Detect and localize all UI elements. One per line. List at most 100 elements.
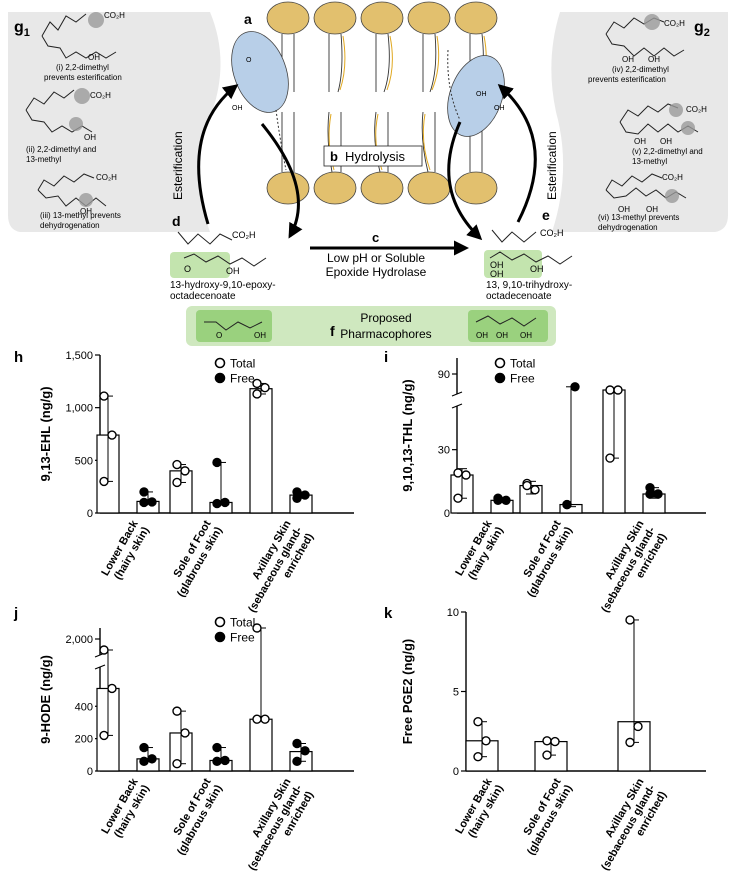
g2-note-iv-line1: (iv) 2,2-dimethyl <box>612 65 669 74</box>
bar-h-total <box>249 388 273 514</box>
svg-text:OH: OH <box>634 137 646 146</box>
category-label: Sole of Foot(glabrous skin) <box>164 776 225 857</box>
g1-note-iii-line2: dehydrogenation <box>40 221 100 230</box>
y-tick-label: 30 <box>438 445 450 457</box>
data-point-free <box>292 493 302 503</box>
g1-note-i-line2: prevents esterification <box>44 73 122 82</box>
data-point-total <box>172 459 182 470</box>
pharmacophore-triol <box>468 310 548 342</box>
y-tick-label: 0 <box>87 508 93 520</box>
d-oh: OH <box>226 266 240 276</box>
category-label: Axillary Skin(sebaceous gland-enriched) <box>235 776 316 879</box>
data-point-total <box>180 466 190 476</box>
data-point-total <box>252 389 262 399</box>
svg-text:CO₂H: CO₂H <box>662 173 683 182</box>
data-point-free <box>625 615 635 625</box>
y-tick-label: 200 <box>75 734 93 746</box>
g1-label: g1 <box>14 19 30 39</box>
data-point-free <box>292 738 302 749</box>
data-point-total <box>99 730 109 741</box>
data-point-free <box>633 721 643 732</box>
legend-label-free: Free <box>230 372 255 386</box>
axis-break-mark <box>94 664 106 670</box>
legend-marker-total <box>214 357 226 369</box>
data-point-free <box>653 489 663 499</box>
g1-note-i-line1: (i) 2,2-dimethyl <box>56 63 109 72</box>
pharmacophore-triol-oh1: OH <box>476 331 488 340</box>
legend-label-free: Free <box>510 372 535 386</box>
data-point-free <box>550 736 560 747</box>
g2-note-v-line2: 13-methyl <box>632 157 667 166</box>
g2-note-iv-line2: prevents esterification <box>588 75 666 84</box>
axis-break-mark <box>451 403 463 409</box>
g2-note-vi-line2: dehydrogenation <box>598 223 658 232</box>
data-point-total <box>99 391 109 401</box>
category-label: Lower Back(hairy skin) <box>99 518 152 585</box>
data-point-free <box>473 717 483 727</box>
panel-label-a: a <box>244 11 252 27</box>
membrane-bilayer <box>266 1 498 205</box>
d-chain-bottom <box>183 253 267 267</box>
g2-background <box>551 12 728 232</box>
g2-label: g2 <box>694 19 710 39</box>
legend-marker-free <box>494 372 506 384</box>
data-point-free <box>493 495 503 506</box>
hydrolysis-label: Hydrolysis <box>345 149 405 164</box>
svg-text:CO₂H: CO₂H <box>686 105 707 114</box>
hydrolysis-box <box>323 145 423 167</box>
data-point-total <box>252 623 262 633</box>
g1-molecule-ii: CO₂H OH <box>25 88 111 142</box>
g1-note-ii-line2: 13-methyl <box>26 155 61 164</box>
y-tick-label: 90 <box>438 369 450 381</box>
legend-label-free: Free <box>230 631 255 645</box>
g1-note-iii-line1: (iii) 13-methyl prevents <box>40 211 121 220</box>
e-chain-bottom <box>489 251 573 265</box>
axis-break-mark <box>451 391 463 397</box>
g1-molecule-iii: CO₂H OH <box>37 173 117 216</box>
esterified-lipid-right <box>447 55 505 137</box>
data-point-free <box>570 382 580 392</box>
data-point-free <box>212 742 222 753</box>
schematic-section: g1 g2 CO₂H OH (i) 2,2-dimethyl prevents … <box>8 1 728 346</box>
data-point-total <box>252 378 262 389</box>
category-label: Sole of Foot(glabrous skin) <box>514 518 575 599</box>
data-point-free <box>501 495 511 506</box>
d-co2h: CO₂H <box>232 230 256 240</box>
data-point-free <box>473 751 483 762</box>
svg-text:CO₂H: CO₂H <box>90 91 111 100</box>
category-label: Axillary Skin(sebaceous gland-enriched) <box>588 518 669 621</box>
data-point-free <box>300 746 310 756</box>
y-tick-label: 5 <box>453 687 459 699</box>
esterification-label-left: Esterification <box>171 131 185 200</box>
svg-text:OH: OH <box>648 55 660 64</box>
pharmacophore-triol-oh3: OH <box>520 331 532 340</box>
d-o: O <box>184 264 191 274</box>
legend-marker-free <box>214 372 226 384</box>
svg-text:OH: OH <box>84 133 96 142</box>
data-point-total <box>605 453 615 463</box>
data-point-total <box>260 382 270 393</box>
data-point-total <box>260 714 270 724</box>
data-point-free <box>645 489 655 499</box>
g2-molecule-v: CO₂H OH OH <box>619 103 707 146</box>
e-name-line2: octadecenoate <box>486 291 552 302</box>
y-axis-label: 9,10,13-THL (ng/g) <box>400 379 415 491</box>
f-line2: Pharmacophores <box>340 327 431 341</box>
lipid-left-oh: OH <box>232 105 243 112</box>
d-name-line1: 13-hydroxy-9,10-epoxy- <box>170 280 276 291</box>
panel-label-f: f <box>330 323 335 339</box>
pharmacophore-epoxy-o: O <box>216 331 222 340</box>
category-label: Lower Back(hairy skin) <box>453 776 506 843</box>
y-tick-label: 2,000 <box>65 634 93 646</box>
svg-text:OH: OH <box>622 55 634 64</box>
svg-text:OH: OH <box>618 205 630 214</box>
y-tick-label: 0 <box>453 766 459 778</box>
y-tick-label: 10 <box>447 607 459 619</box>
category-label: Axillary Skin(sebaceous gland-enriched) <box>235 518 316 621</box>
esterification-arrow-right <box>497 83 537 223</box>
y-tick-label: 1,000 <box>65 403 93 415</box>
